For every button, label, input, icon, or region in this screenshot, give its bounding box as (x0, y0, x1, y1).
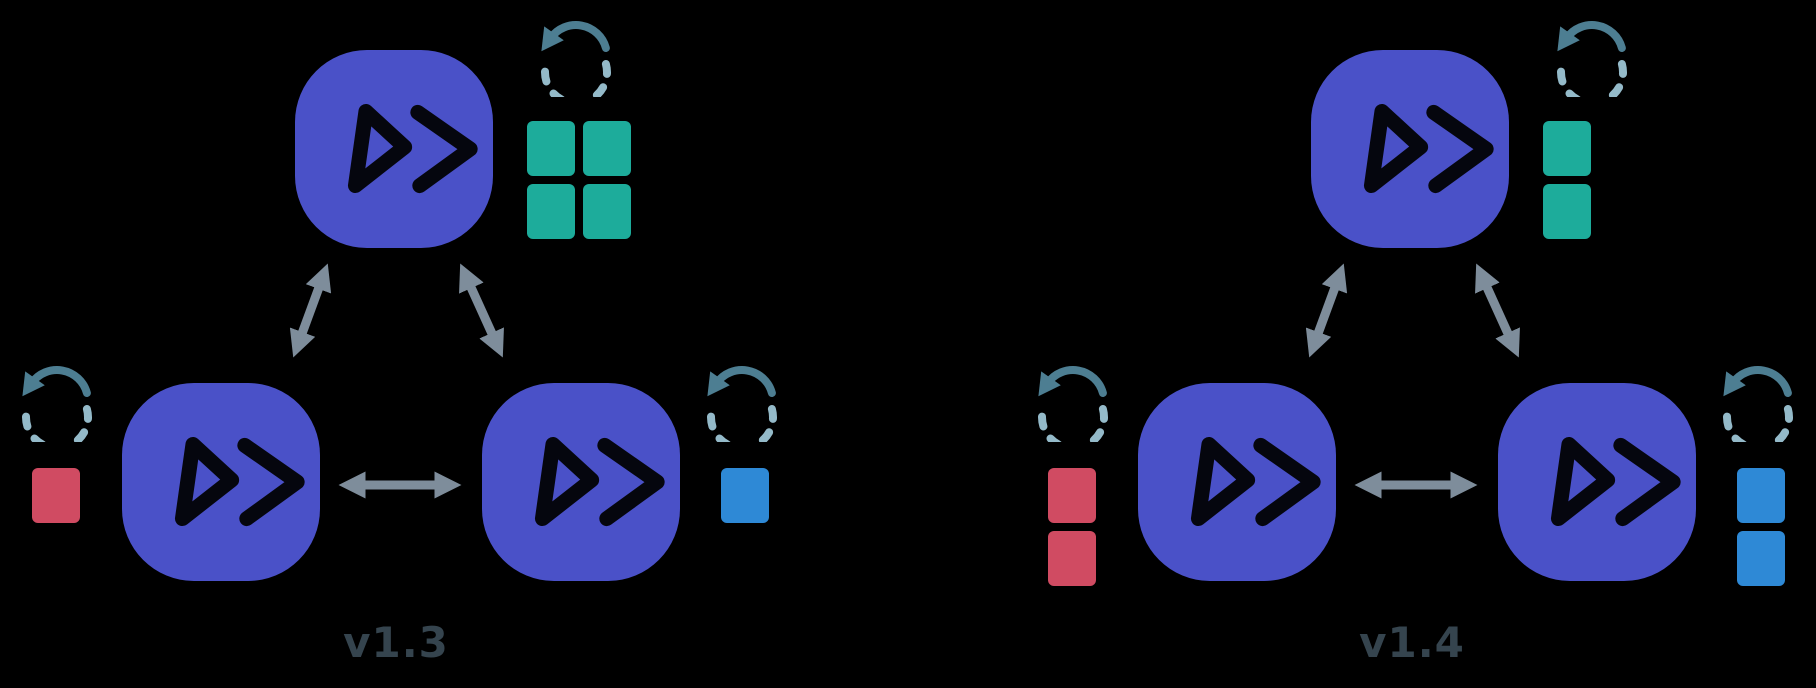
app-node-right (482, 383, 680, 581)
fast-forward-logo-icon (482, 383, 680, 581)
fast-forward-logo-icon (1498, 383, 1696, 581)
shard-teal (1543, 184, 1591, 239)
fast-forward-logo-icon (122, 383, 320, 581)
restart-icon (534, 13, 618, 97)
shard-group-blue (721, 468, 769, 523)
restart-icon (1031, 358, 1115, 442)
app-node-top (295, 50, 493, 248)
arrow-top-left (1305, 263, 1348, 358)
fast-forward-logo-icon (1138, 383, 1336, 581)
shard-red (1048, 468, 1096, 523)
shard-teal (583, 184, 631, 239)
app-node-top (1311, 50, 1509, 248)
app-node-left (122, 383, 320, 581)
shard-blue (1737, 531, 1785, 586)
shard-teal (1543, 121, 1591, 176)
shard-teal (583, 121, 631, 176)
replication-arrows (1305, 263, 1520, 499)
version-label: v1.3 (343, 618, 449, 667)
shard-red (32, 468, 80, 523)
shard-blue (721, 468, 769, 523)
shard-group-red (1048, 468, 1096, 586)
restart-icon (1716, 358, 1800, 442)
shard-teal (527, 184, 575, 239)
restart-icon (1550, 13, 1634, 97)
version-label: v1.4 (1359, 618, 1465, 667)
restart-icon (15, 358, 99, 442)
arrow-top-right (459, 263, 504, 358)
replication-arrows (289, 263, 504, 499)
shard-group-red (32, 468, 80, 523)
shard-blue (1737, 468, 1785, 523)
shard-group-teal (527, 121, 631, 239)
app-node-left (1138, 383, 1336, 581)
app-node-right (1498, 383, 1696, 581)
cluster-v1-3: v1.3 (0, 0, 810, 688)
fast-forward-logo-icon (1311, 50, 1509, 248)
restart-icon (700, 358, 784, 442)
arrow-top-right (1475, 263, 1520, 358)
shard-teal (527, 121, 575, 176)
shard-group-teal (1543, 121, 1591, 239)
cluster-v1-4: v1.4 (1016, 0, 1816, 688)
shard-group-blue (1737, 468, 1785, 586)
arrow-top-left (289, 263, 332, 358)
shard-red (1048, 531, 1096, 586)
fast-forward-logo-icon (295, 50, 493, 248)
